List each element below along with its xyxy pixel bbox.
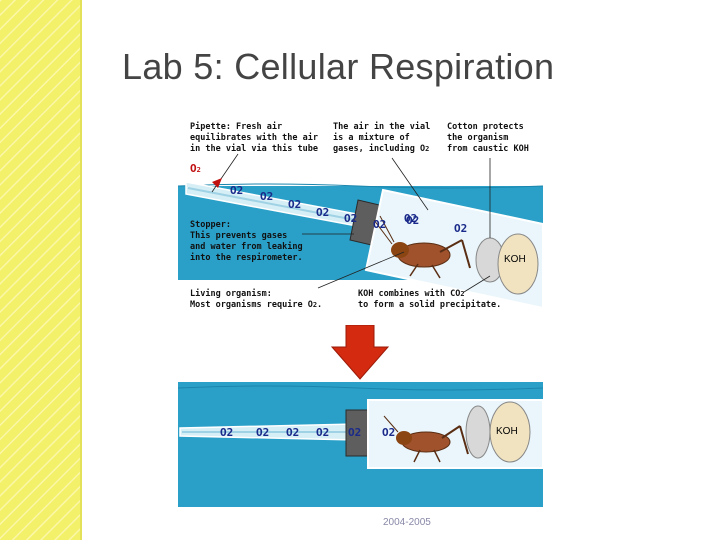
- air-mixture-label: The air in the vial is a mixture of gase…: [333, 122, 431, 154]
- cotton-label: Cotton protects the organism from causti…: [447, 122, 529, 154]
- o2-marker: O2: [286, 426, 300, 439]
- o2-marker: O2: [220, 426, 234, 439]
- o2-marker: O2: [260, 190, 274, 203]
- respirometer-diagram-bottom: O2 O2 O2 O2 O2 O2 KOH: [178, 382, 543, 507]
- down-arrow-icon: [330, 325, 390, 380]
- pipette-label: Pipette: Fresh air equilibrates with the…: [190, 122, 318, 154]
- o2-marker: O2: [406, 214, 420, 227]
- o2-marker: O2: [454, 222, 468, 235]
- o2-marker: O2: [316, 426, 330, 439]
- slide-footer: 2004-2005: [383, 517, 431, 528]
- living-organism-label: Living organism: Most organisms require …: [190, 289, 323, 310]
- cricket-icon: [383, 415, 469, 463]
- stripe-divider: [80, 0, 82, 540]
- koh-combines-label: KOH combines with CO2 to form a solid pr…: [358, 289, 502, 310]
- o2-marker: O2: [344, 212, 358, 225]
- respirometer-diagram-top: Pipette: Fresh air equilibrates with the…: [178, 112, 543, 320]
- o2-marker: O2: [348, 426, 362, 439]
- decorative-side-stripe: [0, 0, 80, 540]
- o2-marker: O2: [373, 218, 387, 231]
- o2-marker: O2: [316, 206, 330, 219]
- o2-marker: O2: [404, 212, 418, 225]
- o2-marker: O2: [230, 184, 244, 197]
- koh-label: KOH: [496, 426, 518, 437]
- o2-marker: O2: [256, 426, 270, 439]
- koh-label: KOH: [504, 254, 526, 265]
- cricket-icon: [373, 215, 471, 279]
- slide-title: Lab 5: Cellular Respiration: [122, 46, 555, 87]
- o2-marker: O2: [288, 198, 302, 211]
- o2-outside-marker: O2: [190, 162, 201, 175]
- stopper-label: Stopper: This prevents gases and water f…: [190, 220, 303, 263]
- o2-marker: O2: [382, 426, 396, 439]
